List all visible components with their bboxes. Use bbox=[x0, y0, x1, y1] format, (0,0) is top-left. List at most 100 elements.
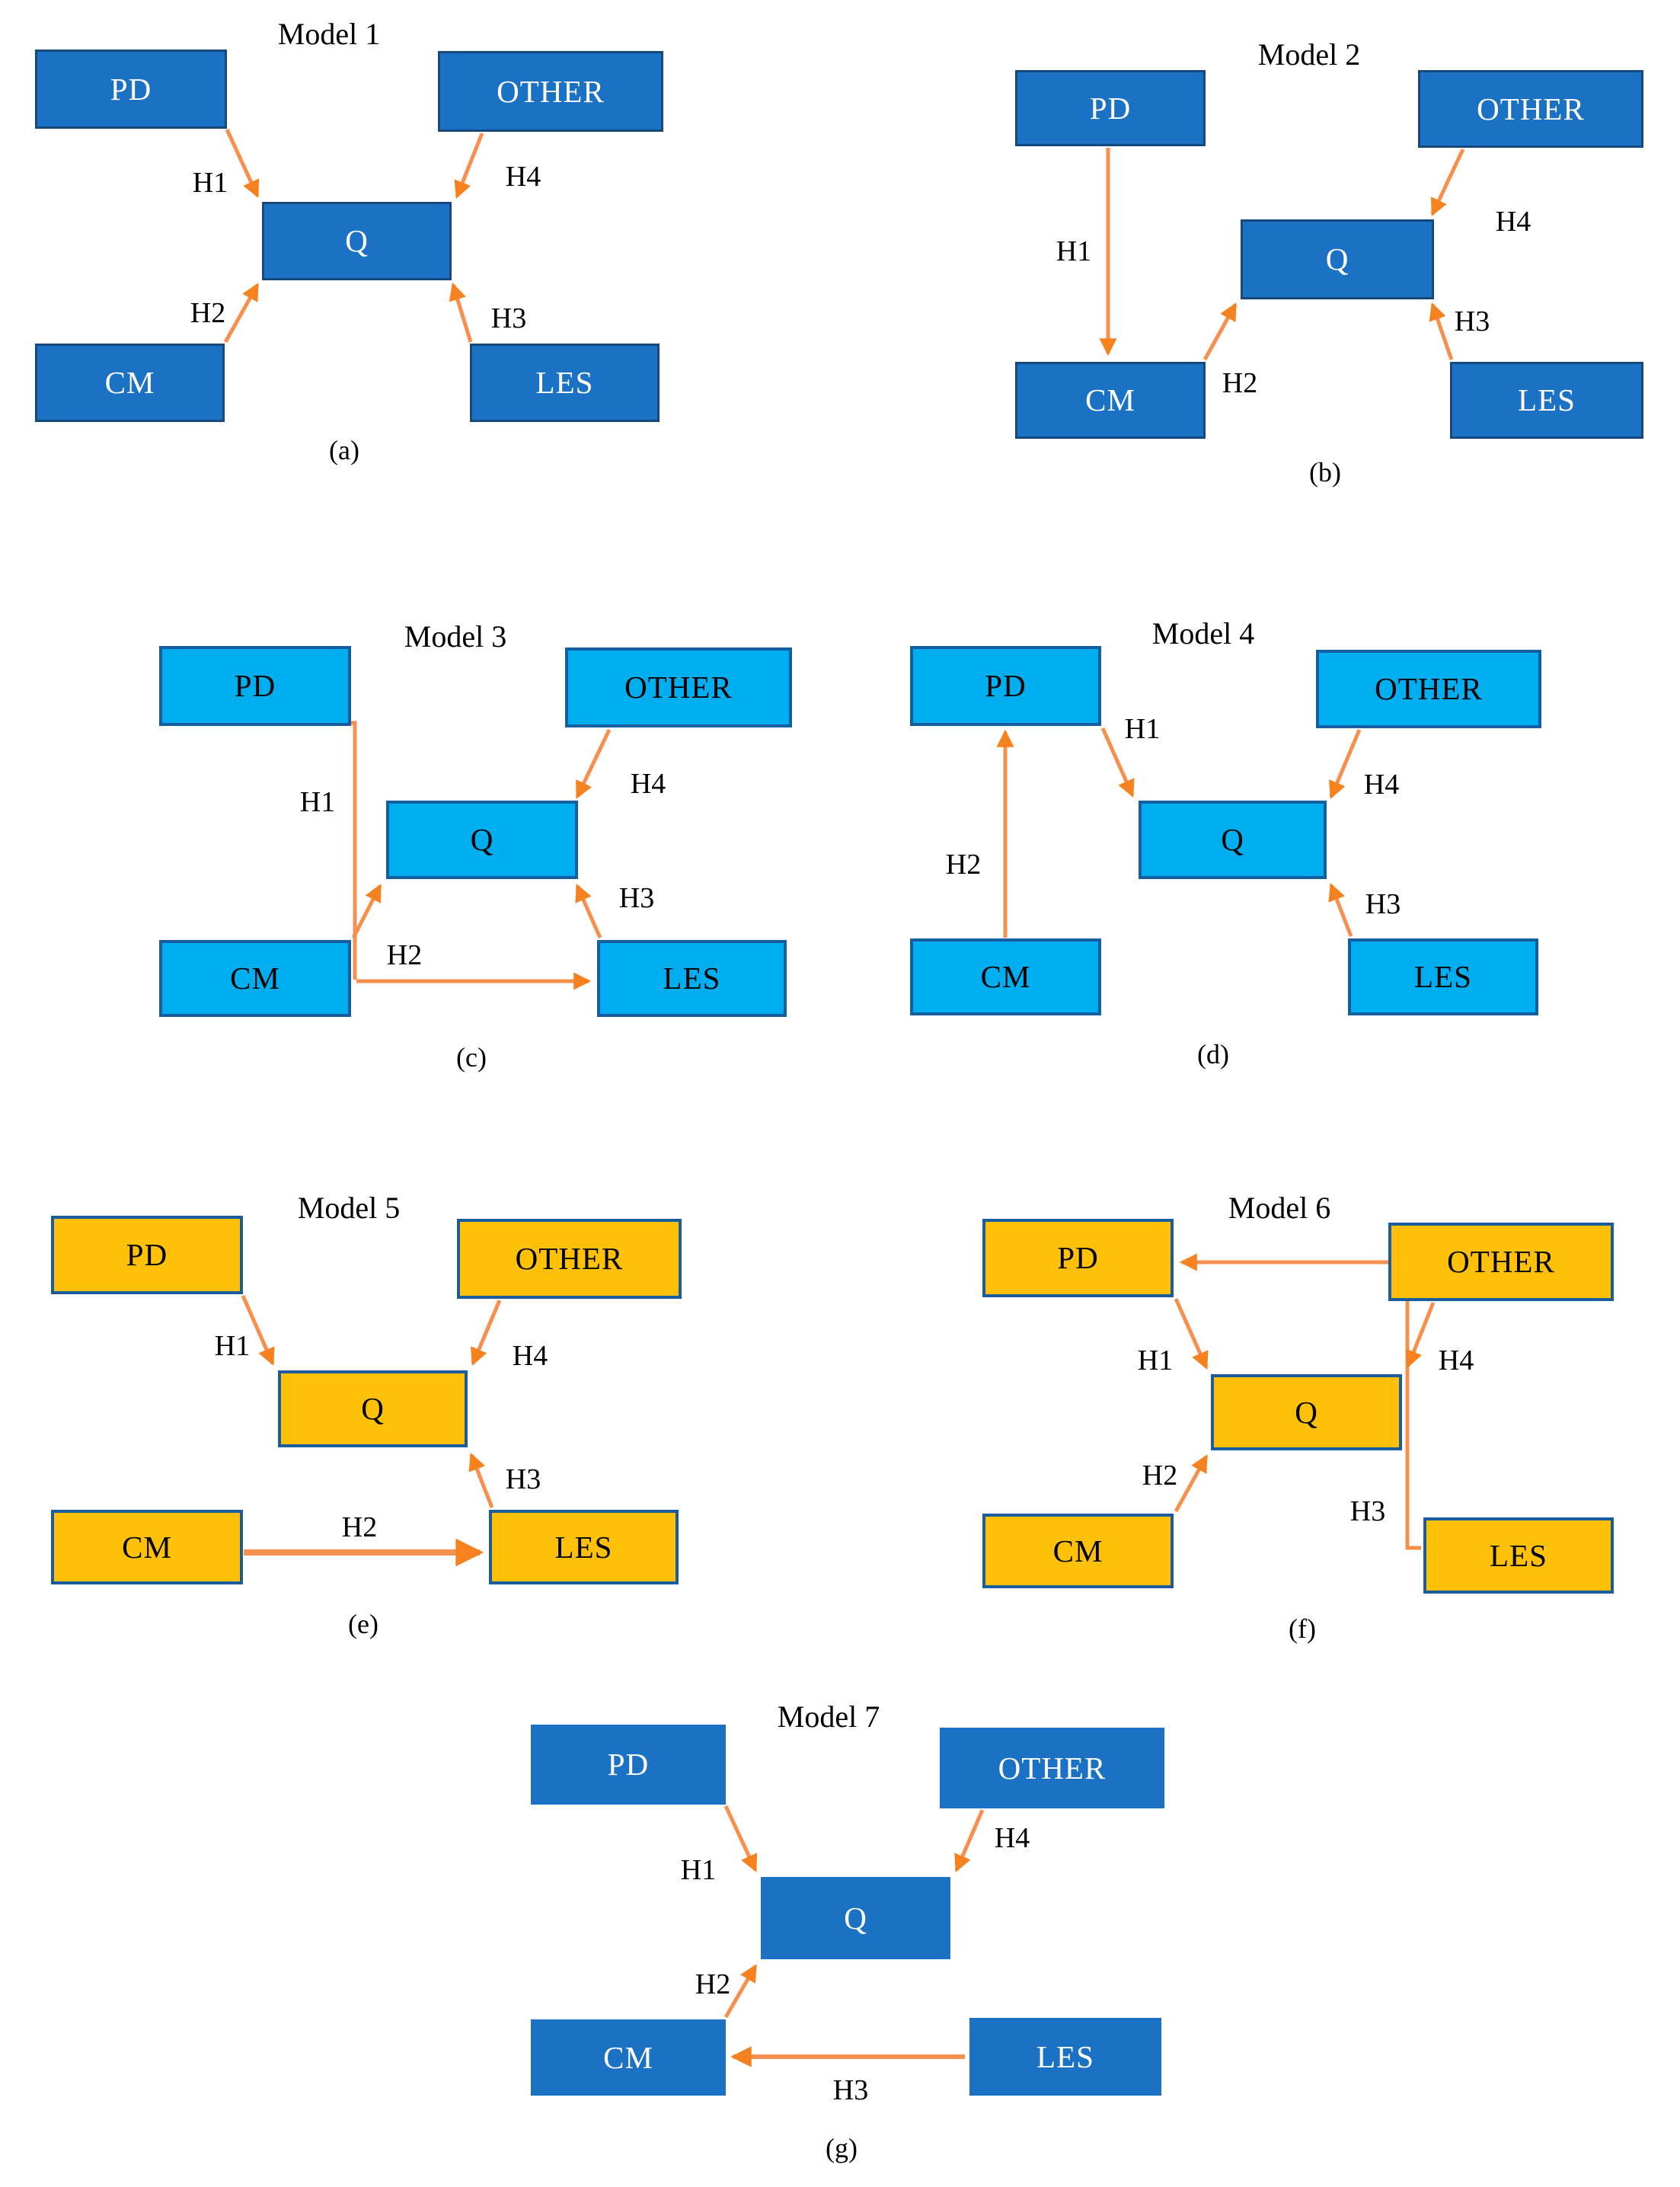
node-pd: PD bbox=[35, 50, 227, 129]
hypothesis-label: H4 bbox=[505, 161, 541, 193]
panel-caption: (d) bbox=[1197, 1039, 1229, 1070]
node-pd: PD bbox=[51, 1216, 243, 1294]
node-other: OTHER bbox=[1418, 70, 1643, 148]
node-other: OTHER bbox=[1388, 1223, 1614, 1301]
hypothesis-label: H3 bbox=[1365, 888, 1401, 920]
model-title: Model 3 bbox=[404, 619, 507, 654]
arrow-h3 bbox=[1328, 882, 1353, 937]
node-other: OTHER bbox=[565, 647, 792, 727]
node-les: LES bbox=[969, 2018, 1161, 2096]
arrow-h4 bbox=[1329, 729, 1362, 799]
hypothesis-label: H1 bbox=[214, 1330, 251, 1362]
node-pd: PD bbox=[531, 1725, 726, 1805]
node-other: OTHER bbox=[1316, 650, 1541, 728]
node-q: Q bbox=[761, 1877, 950, 1959]
hypothesis-label: H2 bbox=[945, 849, 982, 881]
node-q: Q bbox=[386, 801, 578, 879]
node-pd: PD bbox=[1015, 70, 1206, 146]
arrow-h3 bbox=[449, 282, 473, 343]
hypothesis-label: H4 bbox=[1363, 769, 1400, 801]
node-cm: CM bbox=[910, 938, 1101, 1015]
arrow-h4 bbox=[471, 1300, 502, 1366]
hypothesis-label: H1 bbox=[299, 786, 336, 818]
model-title: Model 5 bbox=[297, 1191, 401, 1225]
model-5-arrows bbox=[241, 1294, 502, 1567]
model-6-arrows bbox=[1174, 1253, 1436, 1550]
arrow-h4 bbox=[1405, 1302, 1436, 1368]
hypothesis-label: H4 bbox=[1438, 1344, 1474, 1376]
node-cm: CM bbox=[35, 344, 225, 422]
node-cm: CM bbox=[51, 1510, 243, 1584]
node-cm: CM bbox=[159, 940, 351, 1017]
node-pd: PD bbox=[159, 646, 351, 726]
arrow-h4 bbox=[954, 1809, 985, 1872]
node-pd: PD bbox=[910, 646, 1101, 726]
model-title: Model 7 bbox=[777, 1699, 880, 1734]
arrow-h1 bbox=[1174, 1297, 1209, 1370]
node-q: Q bbox=[1139, 801, 1327, 879]
hypothesis-label: H2 bbox=[341, 1511, 378, 1543]
hypothesis-label: H1 bbox=[192, 167, 228, 199]
arrow-h1 bbox=[351, 884, 382, 939]
hypothesis-label: H1 bbox=[1124, 713, 1161, 745]
arrow-h4 bbox=[454, 133, 484, 199]
node-les: LES bbox=[597, 940, 787, 1017]
arrow-h3 bbox=[575, 884, 602, 939]
hypothesis-label: H2 bbox=[386, 939, 423, 971]
hypothesis-label: H3 bbox=[490, 302, 527, 334]
panel-caption: (a) bbox=[329, 435, 359, 465]
hypothesis-label: H4 bbox=[512, 1340, 548, 1372]
hypothesis-label: H3 bbox=[1454, 305, 1490, 337]
node-q: Q bbox=[262, 202, 452, 280]
arrow-h4 bbox=[1430, 148, 1465, 216]
hypothesis-label: H3 bbox=[505, 1463, 541, 1495]
arrow-h3 bbox=[1429, 302, 1454, 360]
arrow-h2 bbox=[223, 283, 260, 344]
node-other: OTHER bbox=[457, 1219, 682, 1299]
model-title: Model 4 bbox=[1151, 616, 1255, 651]
model-2-arrows bbox=[1099, 148, 1465, 361]
model-4-arrows bbox=[996, 727, 1362, 938]
model-title: Model 1 bbox=[277, 17, 381, 51]
panel-caption: (g) bbox=[826, 2133, 858, 2163]
hypothesis-label: H1 bbox=[680, 1854, 717, 1886]
node-les: LES bbox=[470, 344, 660, 422]
arrow-h1 bbox=[723, 1805, 758, 1872]
panel-caption: (b) bbox=[1309, 457, 1341, 488]
arrow-h3-route bbox=[1405, 1262, 1421, 1550]
node-q: Q bbox=[278, 1370, 468, 1447]
node-other: OTHER bbox=[940, 1728, 1164, 1808]
arrow-h2 bbox=[1203, 302, 1238, 361]
hypothesis-label: H3 bbox=[1349, 1495, 1386, 1527]
panel-caption: (c) bbox=[456, 1042, 487, 1073]
node-cm: CM bbox=[1015, 362, 1206, 439]
arrow-h3 bbox=[468, 1453, 494, 1508]
hypothesis-label: H3 bbox=[618, 882, 655, 914]
arrow-h2 bbox=[1174, 1454, 1209, 1513]
node-les: LES bbox=[1348, 938, 1538, 1015]
node-cm: CM bbox=[531, 2019, 726, 2096]
panel-caption: (e) bbox=[348, 1609, 378, 1639]
node-q: Q bbox=[1241, 219, 1434, 299]
arrow-h1 bbox=[225, 128, 260, 198]
node-q: Q bbox=[1211, 1374, 1402, 1450]
model-title: Model 6 bbox=[1228, 1191, 1331, 1225]
hypothesis-label: H2 bbox=[1142, 1460, 1178, 1492]
hypothesis-label: H4 bbox=[1495, 206, 1531, 238]
panel-caption: (f) bbox=[1289, 1613, 1316, 1644]
arrow-h4 bbox=[575, 728, 612, 799]
model-1-arrows bbox=[223, 128, 484, 344]
arrow-h2 bbox=[723, 1964, 758, 2019]
hypothesis-label: H2 bbox=[190, 297, 226, 329]
node-pd: PD bbox=[982, 1219, 1174, 1297]
node-cm: CM bbox=[982, 1514, 1174, 1588]
hypothesis-label: H3 bbox=[832, 2074, 869, 2106]
arrow-h1 bbox=[1100, 727, 1135, 798]
model-7-arrows bbox=[723, 1805, 985, 2067]
node-les: LES bbox=[489, 1510, 679, 1584]
hypothesis-label: H2 bbox=[1222, 367, 1258, 399]
arrow-h1 bbox=[241, 1294, 275, 1366]
model-title: Model 2 bbox=[1257, 37, 1361, 72]
hypothesis-label: H2 bbox=[695, 1968, 731, 2000]
